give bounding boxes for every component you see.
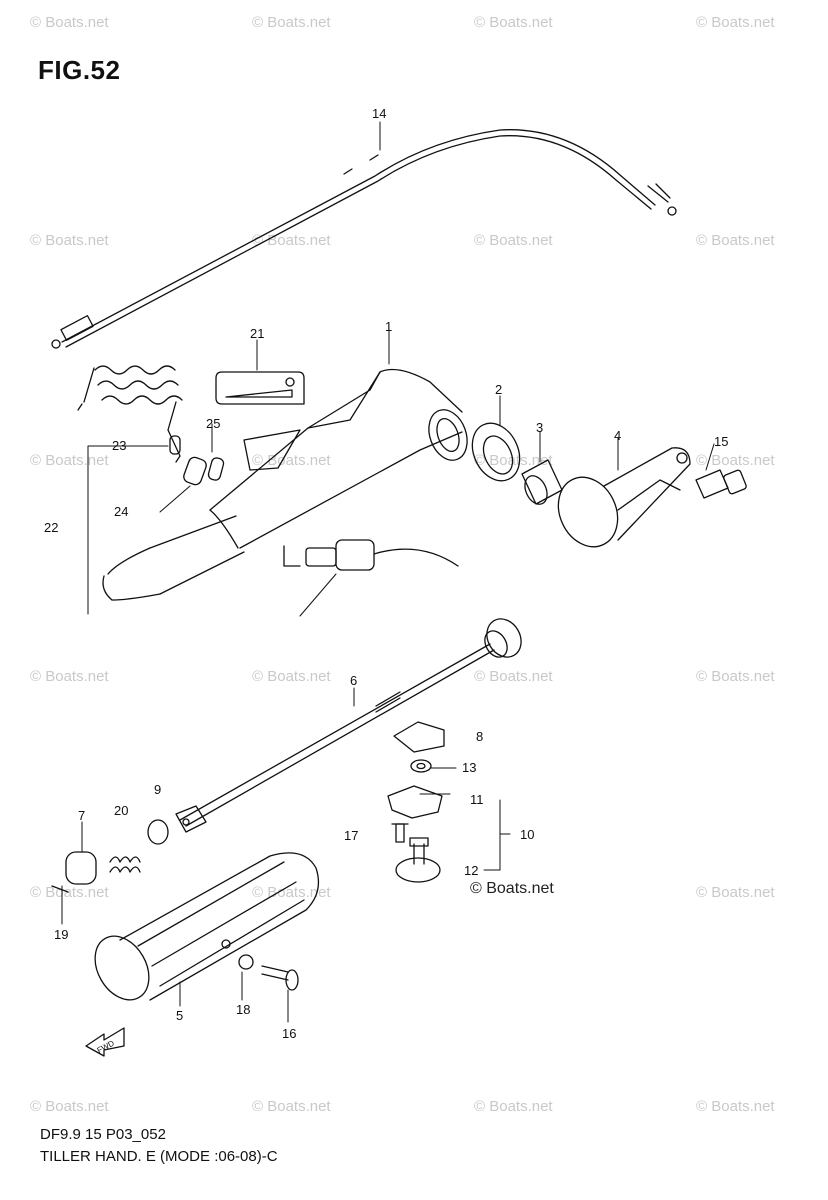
watermark: © Boats.net [474, 668, 553, 685]
label-part-1: 1 [385, 319, 392, 334]
part-22-lanyard [77, 365, 183, 463]
label-part-18: 18 [236, 1002, 250, 1017]
watermark: © Boats.net [474, 1098, 553, 1115]
part-21-decal [215, 371, 305, 405]
label-part-20: 20 [114, 803, 128, 818]
part-24-25-clips [183, 456, 225, 486]
label-part-3: 3 [536, 420, 543, 435]
part-5-grip [94, 852, 320, 1001]
label-part-7: 7 [78, 808, 85, 823]
parts-7-20-9 [51, 819, 169, 893]
label-part-2: 2 [495, 382, 502, 397]
figure-code: DF9.9 15 P03_052 [40, 1126, 166, 1143]
label-part-5: 5 [176, 1008, 183, 1023]
label-part-21: 21 [250, 326, 264, 341]
part-1-tiller-handle [102, 368, 468, 601]
part-14-cable [51, 129, 677, 349]
label-part-8: 8 [476, 729, 483, 744]
watermark: © Boats.net [30, 668, 109, 685]
watermark: © Boats.net [696, 452, 775, 469]
part-6-shaft [175, 618, 522, 833]
watermark: © Boats.net [474, 14, 553, 31]
watermark: © Boats.net [252, 668, 331, 685]
watermark-prominent: © Boats.net [470, 880, 554, 897]
stop-switch [283, 539, 459, 571]
figure-name: TILLER HAND. E (MODE :06-08)-C [40, 1148, 278, 1165]
figure-title: FIG.52 [38, 55, 121, 85]
label-part-22: 22 [44, 520, 58, 535]
watermark: © Boats.net [30, 884, 109, 901]
watermark: © Boats.net [474, 452, 553, 469]
watermark: © Boats.net [696, 884, 775, 901]
label-part-15: 15 [714, 434, 728, 449]
label-part-9: 9 [154, 782, 161, 797]
label-part-13: 13 [462, 760, 476, 775]
label-part-17: 17 [344, 828, 358, 843]
fwd-arrow-icon [85, 1027, 125, 1057]
parts-8-13-11-12-17 [387, 721, 445, 883]
label-part-24: 24 [114, 504, 128, 519]
watermark: © Boats.net [30, 1098, 109, 1115]
part-15-bolt [695, 469, 747, 499]
fwd-label: FWD [96, 1038, 117, 1055]
label-part-25: 25 [206, 416, 220, 431]
watermark: © Boats.net [252, 452, 331, 469]
leader-lines [61, 121, 715, 1023]
label-part-4: 4 [614, 428, 621, 443]
watermark: © Boats.net [252, 14, 331, 31]
label-part-10: 10 [520, 827, 534, 842]
part-4-grip-end [557, 447, 691, 548]
watermark: © Boats.net [474, 232, 553, 249]
label-part-6: 6 [350, 673, 357, 688]
watermark: © Boats.net [696, 232, 775, 249]
part-2-bushing [471, 422, 521, 482]
watermark: © Boats.net [696, 668, 775, 685]
label-part-11: 11 [470, 792, 484, 807]
watermark: © Boats.net [252, 232, 331, 249]
watermark: © Boats.net [30, 14, 109, 31]
part-number-labels: 1 2 3 4 5 6 7 8 9 10 11 12 13 14 15 16 1… [44, 106, 728, 1041]
watermark: © Boats.net [696, 14, 775, 31]
label-part-16: 16 [282, 1026, 296, 1041]
label-part-19: 19 [54, 927, 68, 942]
label-part-23: 23 [112, 438, 126, 453]
watermark: © Boats.net [30, 452, 109, 469]
watermark: © Boats.net [252, 1098, 331, 1115]
label-part-12: 12 [464, 863, 478, 878]
part-3-collar [521, 459, 563, 505]
watermark: © Boats.net [30, 232, 109, 249]
parts-18-16 [238, 954, 299, 991]
label-part-14: 14 [372, 106, 386, 121]
watermark: © Boats.net [696, 1098, 775, 1115]
